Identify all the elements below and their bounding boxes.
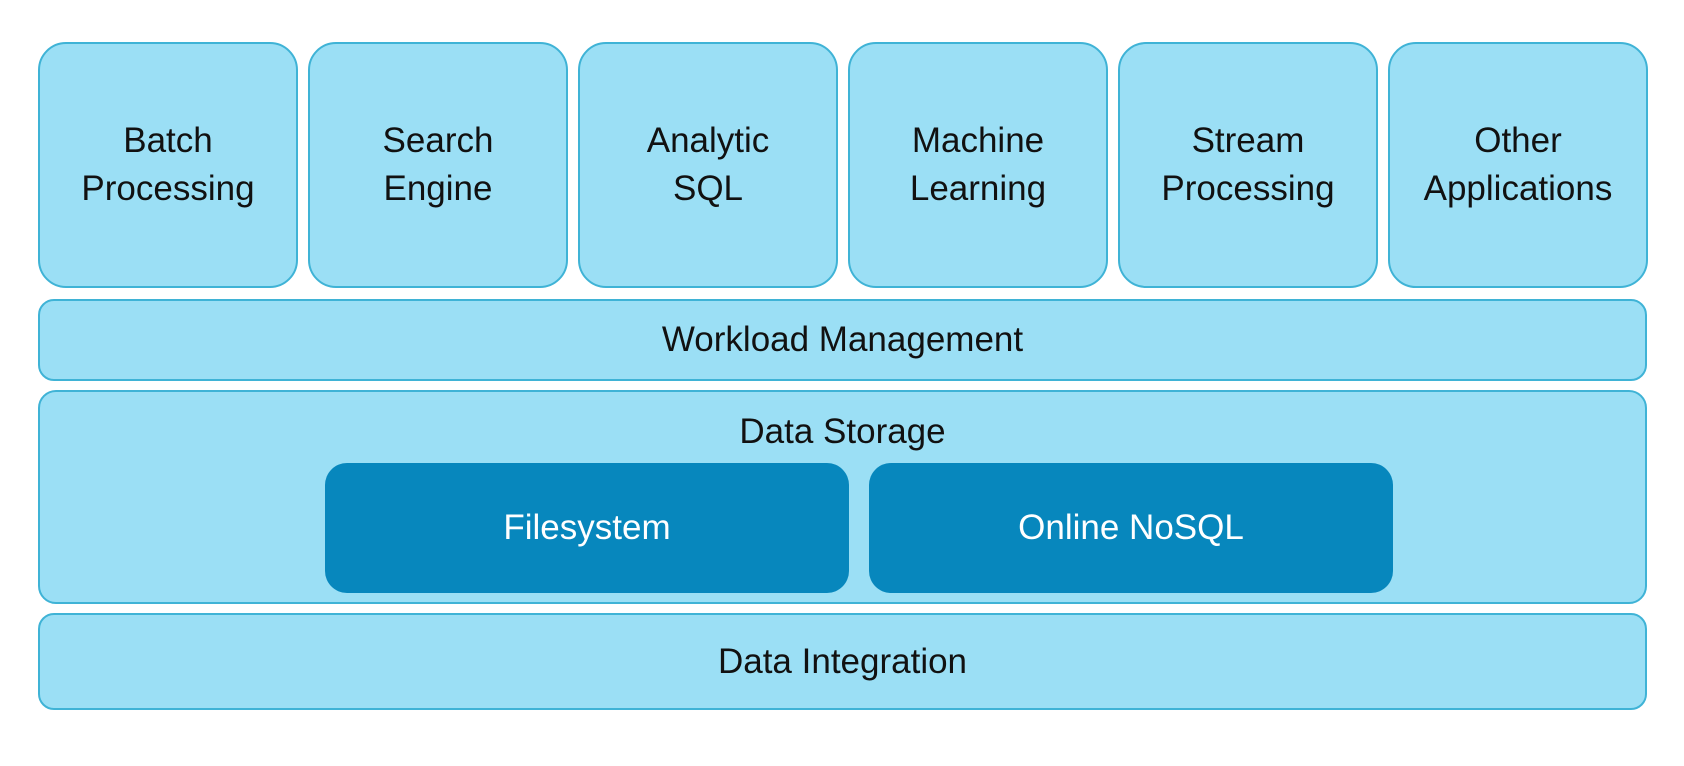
data-storage-title: Data Storage <box>739 412 946 451</box>
app-box-machine-learning: Machine Learning <box>848 42 1108 288</box>
app-box-search-engine: Search Engine <box>308 42 568 288</box>
app-box-analytic-sql: Analytic SQL <box>578 42 838 288</box>
app-box-other-applications: Other Applications <box>1388 42 1648 288</box>
app-label: Machine Learning <box>909 121 1047 208</box>
workload-management-layer: Workload Management <box>38 299 1647 381</box>
app-box-batch-processing: Batch Processing <box>38 42 298 288</box>
app-label: Search Engine <box>382 121 494 208</box>
app-label: Batch Processing <box>81 121 255 208</box>
workload-management-label: Workload Management <box>661 320 1024 359</box>
app-box-stream-processing: Stream Processing <box>1118 42 1378 288</box>
online-nosql-label: Online NoSQL <box>1018 508 1244 547</box>
filesystem-label: Filesystem <box>503 508 671 547</box>
data-storage-layer: Data Storage Filesystem Online NoSQL <box>38 390 1647 604</box>
online-nosql-box: Online NoSQL <box>869 463 1393 593</box>
app-label: Analytic SQL <box>646 121 770 208</box>
data-integration-layer: Data Integration <box>38 613 1647 710</box>
filesystem-box: Filesystem <box>325 463 849 593</box>
app-label: Other Applications <box>1423 121 1613 208</box>
app-label: Stream Processing <box>1161 121 1335 208</box>
data-integration-label: Data Integration <box>717 641 968 681</box>
